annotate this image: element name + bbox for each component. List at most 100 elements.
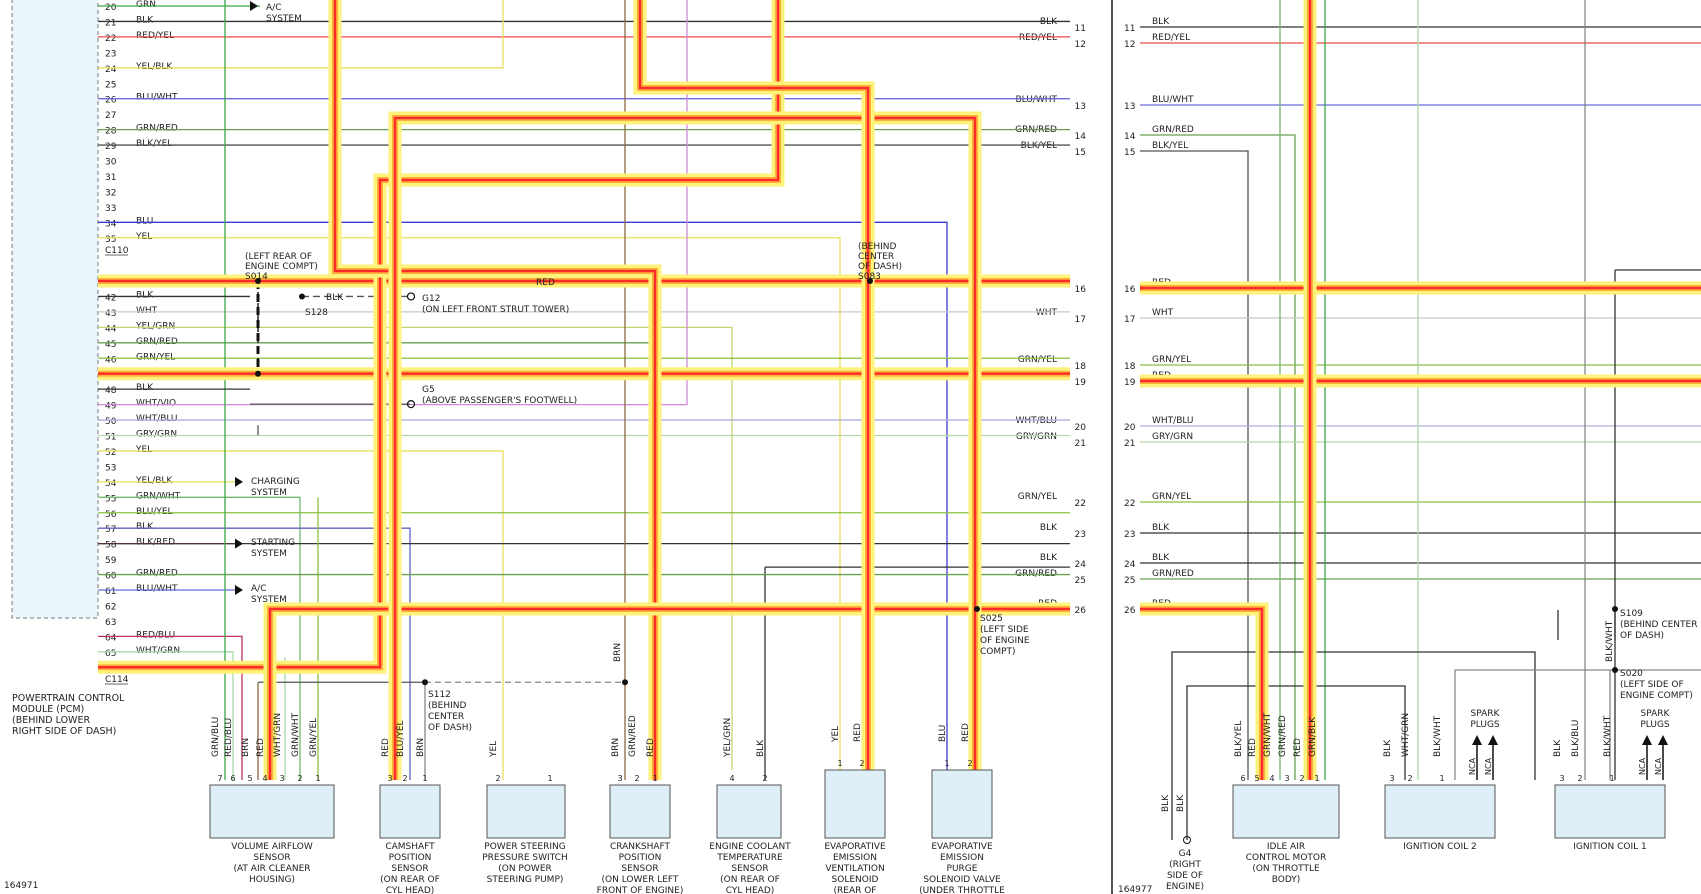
component-wire-label: RED bbox=[1293, 738, 1303, 757]
edge-number: 18 bbox=[1075, 362, 1087, 372]
component-pin: 2 bbox=[495, 774, 500, 783]
wire-glow-inner bbox=[98, 0, 781, 671]
edge-color-label: WHT/BLU bbox=[1015, 416, 1057, 426]
edge-number: 14 bbox=[1124, 132, 1136, 142]
splice-dot bbox=[255, 370, 261, 377]
ground-label: (RIGHT bbox=[1169, 860, 1201, 870]
pin-number: 56 bbox=[105, 510, 117, 520]
component-wire-label: GRN/BLK bbox=[1308, 716, 1318, 757]
component-name: SOLENOID bbox=[832, 875, 879, 885]
wire bbox=[1140, 134, 1296, 780]
wire-red bbox=[638, 0, 870, 780]
edge-number: 23 bbox=[1075, 530, 1086, 540]
pin-number: 25 bbox=[105, 80, 116, 90]
splice-label: CENTER bbox=[858, 252, 894, 262]
splice-label: (BEHIND bbox=[428, 701, 467, 711]
edge-number: 22 bbox=[1075, 499, 1086, 509]
edge-color-label: GRY/GRN bbox=[1016, 432, 1057, 442]
wire bbox=[98, 0, 504, 69]
component-pin: 2 bbox=[1577, 774, 1582, 783]
pin-number: 23 bbox=[105, 49, 116, 59]
edge-color-label: GRN/YEL bbox=[1152, 492, 1191, 502]
pin-number: 54 bbox=[105, 479, 117, 489]
ground-label: SIDE OF bbox=[1167, 871, 1203, 881]
pin-number: 48 bbox=[105, 386, 117, 396]
component-wire-label: GRN/BLU bbox=[211, 717, 221, 757]
splice-label: COMPT) bbox=[980, 647, 1016, 657]
wire-color-label: GRN/RED bbox=[136, 569, 178, 579]
wire-red bbox=[393, 116, 977, 780]
connector-label: C114 bbox=[105, 675, 129, 685]
wire-color-label: WHT/BLU bbox=[136, 414, 178, 424]
wire-color-label: YEL bbox=[135, 232, 152, 242]
nca-label: NCA bbox=[1484, 757, 1493, 775]
pin-number: 57 bbox=[105, 525, 116, 535]
wire-color-label: RED/YEL bbox=[136, 31, 174, 41]
pin-number: 26 bbox=[105, 96, 117, 106]
ground-label: G5 bbox=[422, 385, 435, 395]
wire-color-label: GRN/YEL bbox=[136, 352, 175, 362]
edge-number: 22 bbox=[1124, 499, 1135, 509]
splice-label: (BEHIND bbox=[858, 242, 897, 252]
edge-color-label: BLK bbox=[1152, 17, 1170, 27]
edge-color-label: BLU/WHT bbox=[1152, 95, 1194, 105]
component-pin: 1 bbox=[422, 774, 427, 783]
wire-color-label: GRN/RED bbox=[136, 337, 178, 347]
component-wire-label: BLK/BLU bbox=[1571, 720, 1581, 757]
component-name: IGNITION COIL 1 bbox=[1573, 842, 1646, 852]
pin-number: 24 bbox=[105, 65, 117, 75]
component-pin: 2 bbox=[967, 759, 972, 768]
wire bbox=[98, 527, 411, 780]
wire-color-label: BLK bbox=[136, 290, 154, 300]
component-box bbox=[609, 784, 671, 839]
component-pin: 3 bbox=[1389, 774, 1394, 783]
component-name: (ON THROTTLE bbox=[1252, 864, 1320, 874]
ground-icon bbox=[406, 292, 416, 301]
component-wire-label: RED bbox=[646, 738, 656, 757]
edge-number: 11 bbox=[1075, 24, 1086, 34]
splice-label: S109 bbox=[1620, 609, 1643, 619]
component-pin: 3 bbox=[387, 774, 392, 783]
component-name: PRESSURE SWITCH bbox=[482, 853, 567, 863]
edge-number: 16 bbox=[1075, 285, 1087, 295]
pin-number: 45 bbox=[105, 340, 116, 350]
pin-number: 42 bbox=[105, 293, 116, 303]
component-pin: 1 bbox=[837, 759, 842, 768]
spark-plugs-label: PLUGS bbox=[1640, 720, 1670, 730]
component-name: (AT AIR CLEANER bbox=[233, 864, 310, 874]
pin-number: 59 bbox=[105, 556, 117, 566]
spark-arrow-icon bbox=[1472, 735, 1482, 745]
spark-plugs-label: PLUGS bbox=[1470, 720, 1500, 730]
pin-number: 22 bbox=[105, 34, 116, 44]
component-wire-label: BRN bbox=[416, 738, 426, 757]
component-pin: 2 bbox=[1407, 774, 1412, 783]
wire-color-label: BLK bbox=[136, 383, 154, 393]
edge-color-label: BLK bbox=[1152, 523, 1170, 533]
edge-number: 12 bbox=[1124, 40, 1135, 50]
component-name: EVAPORATIVE bbox=[931, 842, 993, 852]
wire-color-label: YEL/BLK bbox=[135, 62, 173, 72]
component-name: SENSOR bbox=[253, 853, 290, 863]
pin-number: 27 bbox=[105, 111, 116, 121]
component-pin: 2 bbox=[1299, 774, 1304, 783]
edge-number: 13 bbox=[1124, 102, 1135, 112]
spark-arrow-icon bbox=[1642, 735, 1652, 745]
pcm-connector-box bbox=[11, 0, 99, 619]
wire-color-label: BLU/YEL bbox=[136, 507, 173, 517]
edge-number: 26 bbox=[1124, 606, 1136, 616]
system-arrow-label: STARTING bbox=[251, 538, 295, 548]
system-arrow-label: A/C bbox=[266, 3, 281, 13]
component-name: CONTROL MOTOR bbox=[1246, 853, 1327, 863]
component-name: (REAR OF bbox=[834, 886, 877, 894]
component-name: POSITION bbox=[389, 853, 432, 863]
edge-number: 11 bbox=[1124, 24, 1135, 34]
wire-label: BRN bbox=[613, 643, 623, 662]
wire bbox=[1186, 685, 1406, 840]
component-name: SENSOR bbox=[391, 864, 428, 874]
component-wire-label: RED/BLU bbox=[224, 718, 234, 757]
pin-number: 46 bbox=[105, 355, 117, 365]
edge-number: 15 bbox=[1075, 148, 1086, 158]
component-name: VOLUME AIRFLOW bbox=[231, 842, 313, 852]
